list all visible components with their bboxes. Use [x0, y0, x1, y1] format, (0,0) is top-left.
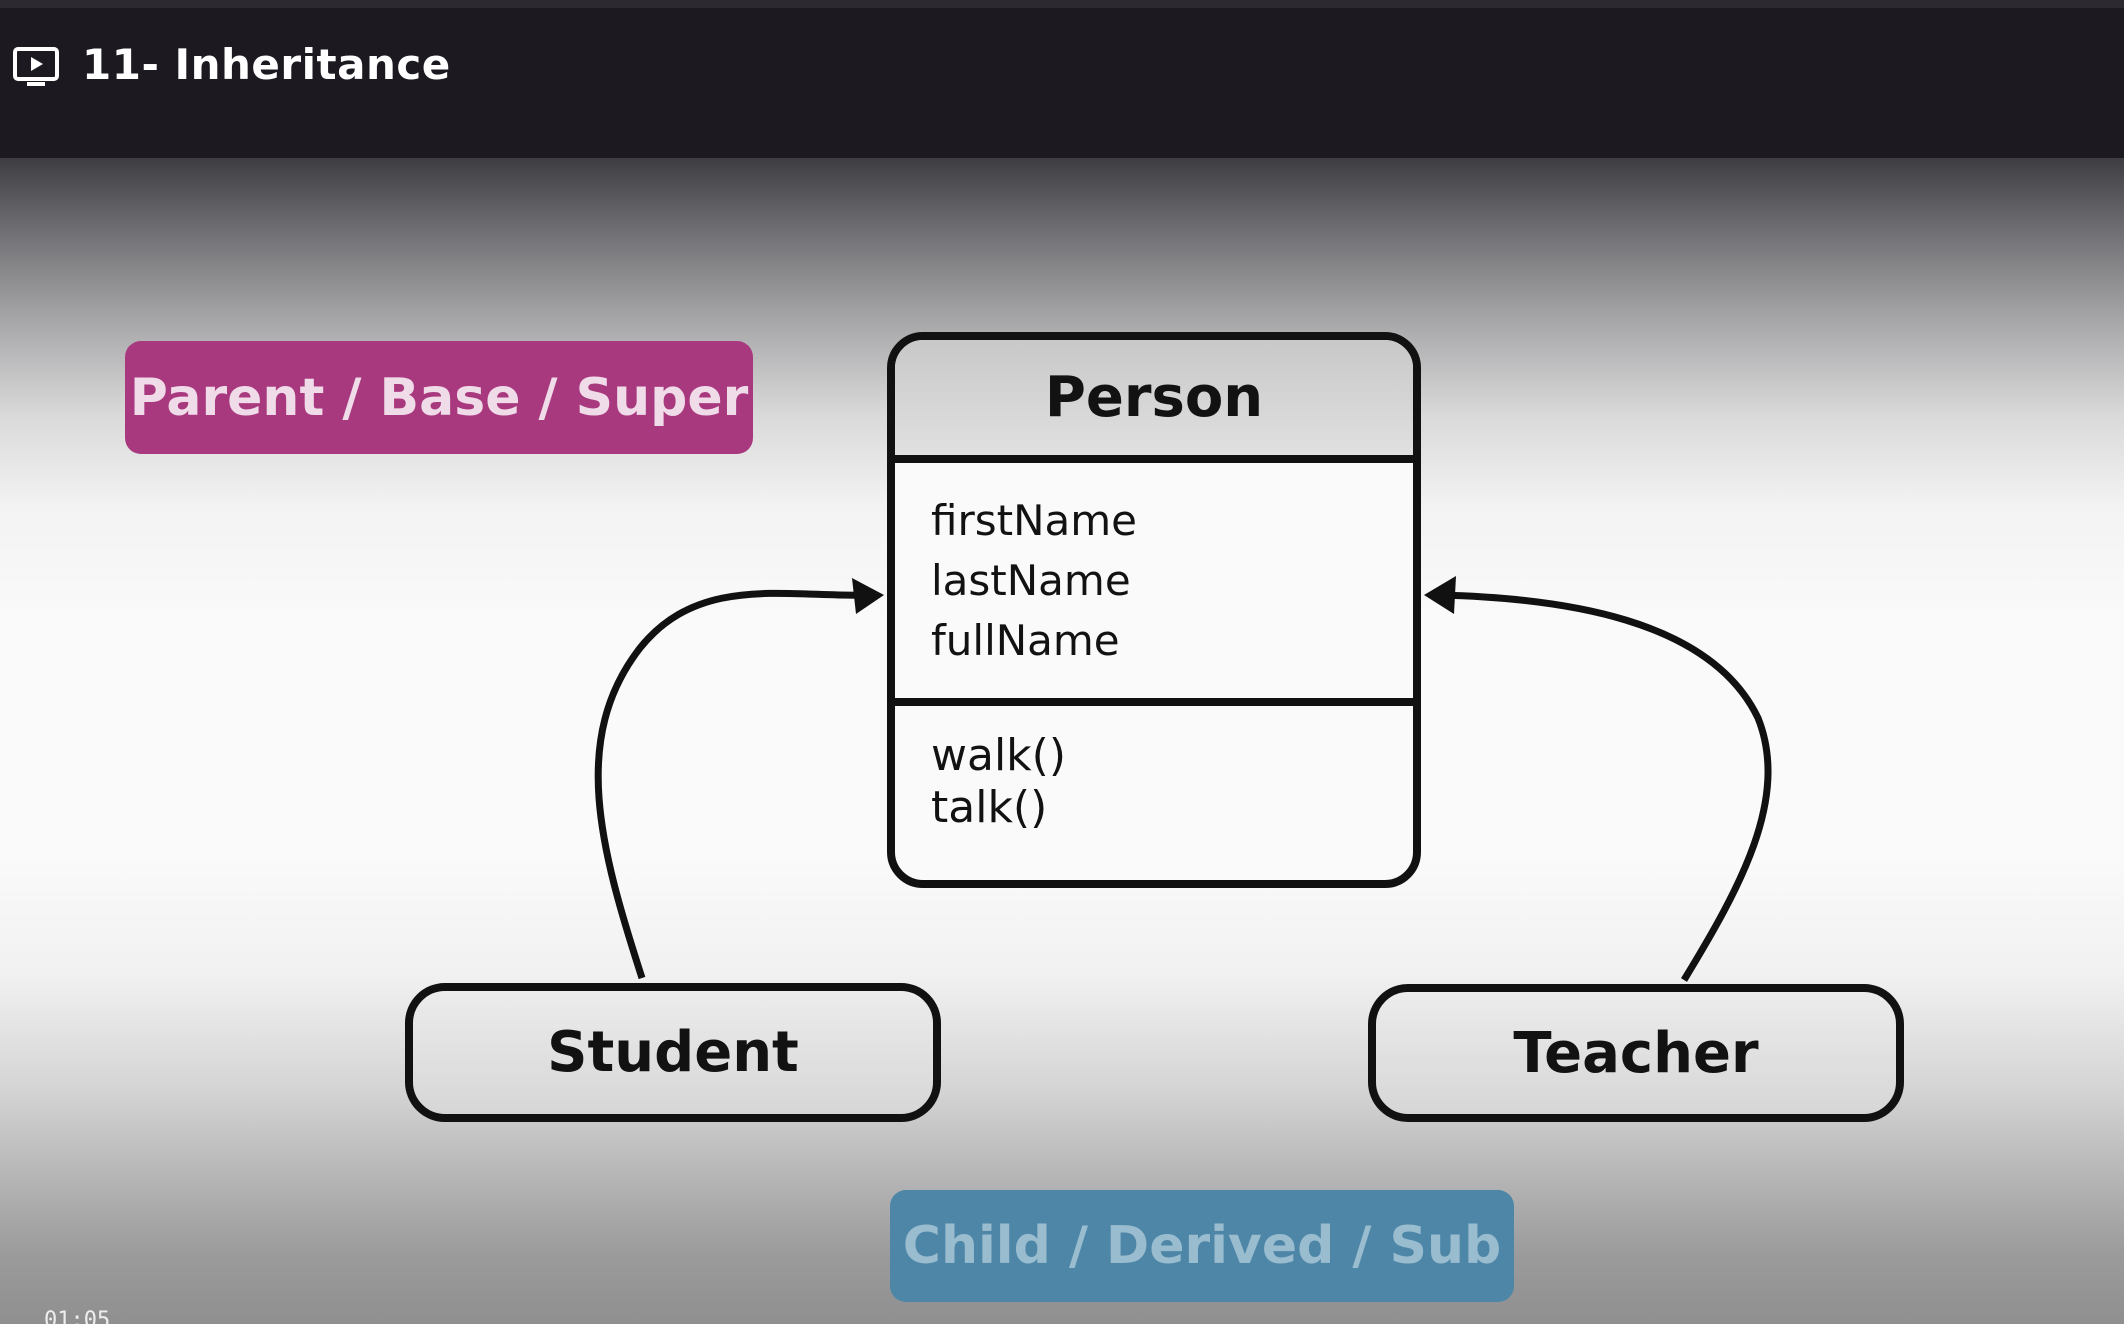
person-fields: firstName lastName fullName [895, 463, 1413, 706]
person-methods: walk() talk() [895, 706, 1413, 834]
video-slide[interactable]: Parent / Base / Super Person firstName l… [0, 158, 2124, 1324]
person-class-box: Person firstName lastName fullName walk(… [887, 332, 1421, 888]
video-timecode: 01:05 [44, 1308, 111, 1324]
top-border [0, 0, 2124, 8]
person-class-name: Person [895, 340, 1413, 463]
child-derived-sub-tag: Child / Derived / Sub [890, 1190, 1514, 1302]
student-arrowhead [852, 578, 884, 614]
parent-base-super-tag: Parent / Base / Super [125, 341, 753, 454]
method-item: walk() [931, 730, 1066, 781]
lecture-title[interactable]: 11- Inheritance [82, 40, 451, 89]
student-to-person-arrow [594, 589, 871, 980]
teacher-to-person-arrow [1439, 591, 1772, 982]
teacher-arrowhead [1424, 576, 1456, 614]
field-item: firstName [931, 496, 1137, 545]
lecture-header: 11- Inheritance [0, 8, 2124, 158]
student-class-box: Student [405, 983, 941, 1122]
play-screen-icon[interactable] [13, 44, 59, 90]
field-item: fullName [931, 616, 1120, 665]
inheritance-arrows [594, 576, 1772, 982]
method-item: talk() [931, 782, 1048, 833]
teacher-class-box: Teacher [1368, 984, 1904, 1122]
field-item: lastName [931, 556, 1131, 605]
